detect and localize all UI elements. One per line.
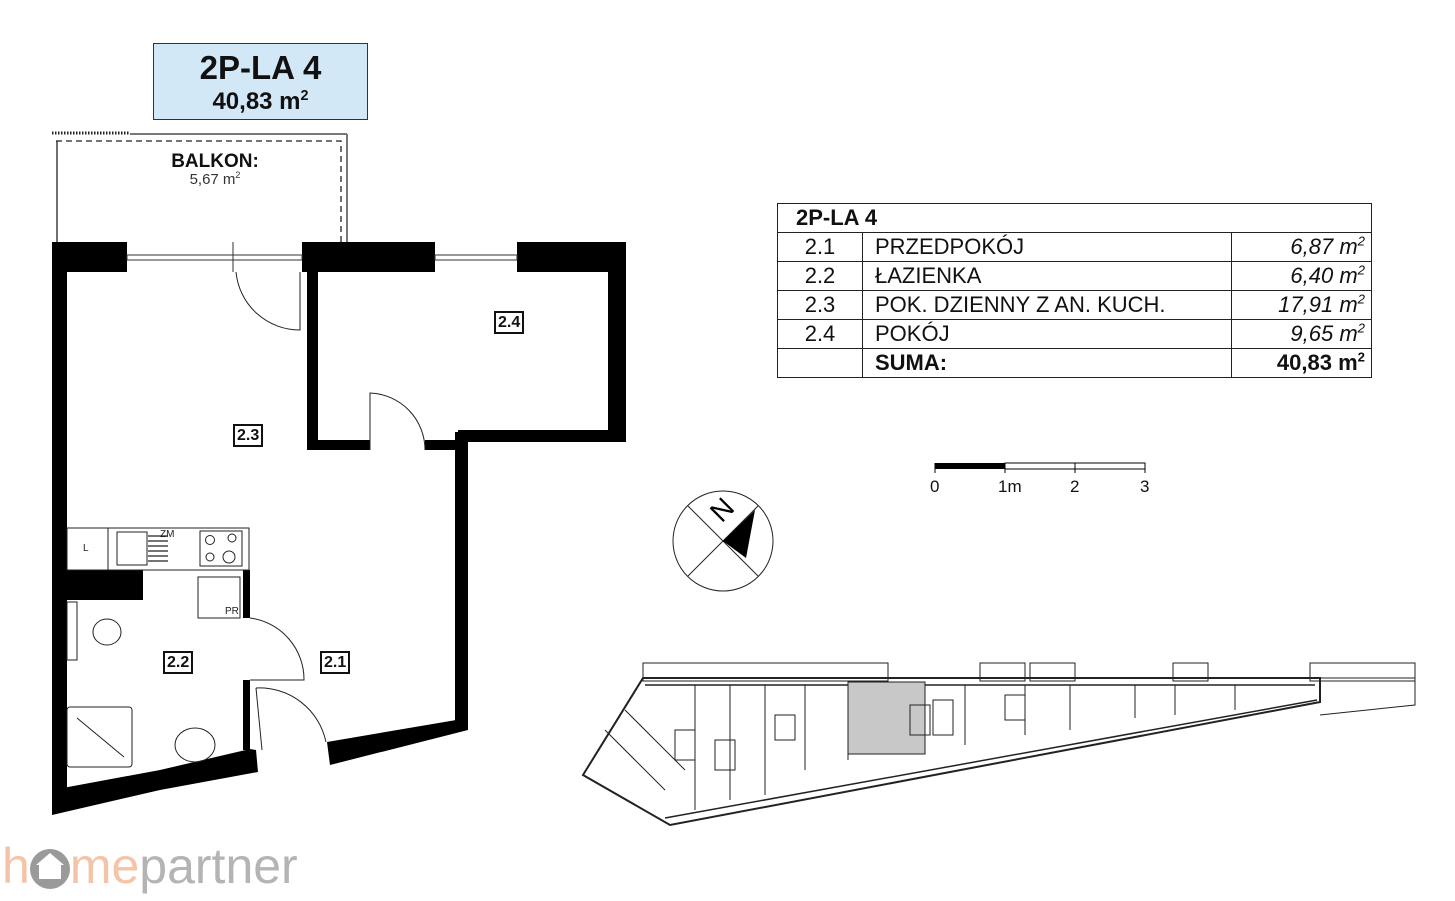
row-area-value: 6,87 m <box>1290 234 1358 259</box>
windows <box>126 242 518 272</box>
balcony-label: BALKON: 5,67 m2 <box>140 152 290 188</box>
unit-area-value: 40,83 m <box>212 88 301 115</box>
table-title: 2P-LA 4 <box>777 203 1232 233</box>
row-num: 2.3 <box>777 290 863 320</box>
walls <box>52 242 626 815</box>
row-area-sup: 2 <box>1357 262 1365 278</box>
row-num: 2.2 <box>777 261 863 291</box>
sum-blank <box>777 348 863 378</box>
row-area-value: 6,40 m <box>1290 263 1358 288</box>
scale-bar <box>934 462 1146 473</box>
house-icon <box>29 849 70 889</box>
row-name: POK. DZIENNY Z AN. KUCH. <box>862 290 1232 320</box>
sum-area: 40,83 m2 <box>1231 348 1372 378</box>
unit-area-sup: 2 <box>300 88 309 104</box>
scale-label-2: 2 <box>1070 477 1080 496</box>
row-name: POKÓJ <box>862 319 1232 349</box>
row-name: PRZEDPOKÓJ <box>862 232 1232 262</box>
doors <box>235 271 426 751</box>
row-area-sup: 2 <box>1357 291 1365 307</box>
unit-code: 2P-LA 4 <box>199 49 322 86</box>
row-area-sup: 2 <box>1357 320 1365 336</box>
row-num: 2.1 <box>777 232 863 262</box>
compass-icon: N <box>672 490 774 592</box>
table-sum-row: SUMA:40,83 m2 <box>777 348 1372 378</box>
row-area-value: 17,91 m <box>1278 292 1358 317</box>
row-area-value: 9,65 m <box>1290 321 1358 346</box>
dishwasher-label: ZM <box>160 529 175 540</box>
row-area: 17,91 m2 <box>1231 290 1372 320</box>
table-header: 2P-LA 4 <box>777 203 1372 233</box>
balcony-area-sup: 2 <box>235 170 241 180</box>
row-area-sup: 2 <box>1357 233 1365 249</box>
balcony-title: BALKON: <box>171 151 259 172</box>
logo-me: me <box>69 838 140 894</box>
scale-label-0: 0 <box>930 477 940 496</box>
scale-label-1m: 1m <box>998 477 1022 496</box>
row-name: ŁAZIENKA <box>862 261 1232 291</box>
room-tag-2-2: 2.2 <box>163 651 194 674</box>
sum-area-sup: 2 <box>1357 349 1365 365</box>
row-area: 9,65 m2 <box>1231 319 1372 349</box>
room-tag-2-1: 2.1 <box>320 651 351 674</box>
row-num: 2.4 <box>777 319 863 349</box>
highlighted-unit <box>847 681 926 755</box>
kitchen-counter <box>66 527 250 768</box>
logo-h: h <box>2 838 30 894</box>
logo-partner: partner <box>139 838 298 894</box>
table-header-blank <box>1231 203 1372 233</box>
row-area: 6,87 m2 <box>1231 232 1372 262</box>
unit-area: 40,83 m2 <box>154 88 367 116</box>
sum-area-value: 40,83 m <box>1276 350 1358 375</box>
room-tag-2-3: 2.3 <box>233 424 264 447</box>
site-plan <box>581 662 1416 827</box>
fridge-label: L <box>83 543 89 554</box>
row-area: 6,40 m2 <box>1231 261 1372 291</box>
balcony-area: 5,67 m2 <box>140 170 290 188</box>
balcony-area-value: 5,67 m <box>189 171 236 188</box>
balcony <box>52 131 348 242</box>
sum-label: SUMA: <box>862 348 1232 378</box>
unit-title-box: 2P-LA 4 40,83 m2 <box>153 43 368 120</box>
washer-label: PR <box>225 606 239 617</box>
scale-label-3: 3 <box>1140 477 1150 496</box>
room-tag-2-4: 2.4 <box>494 311 525 334</box>
